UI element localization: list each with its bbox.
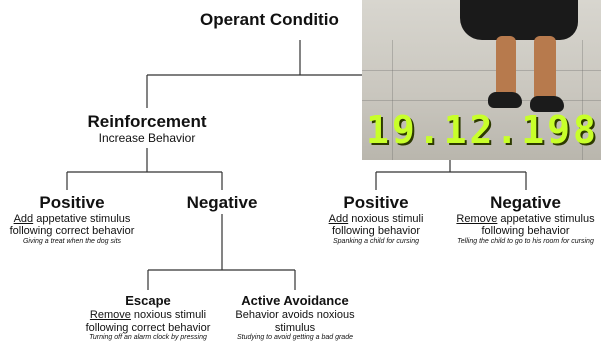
left-shoe-shape [488, 92, 522, 108]
punishment-positive-add: Add [328, 212, 349, 225]
floor-tile-line [392, 40, 393, 160]
photo-timestamp: 19.12.198 [366, 108, 599, 152]
floor-tile-line [582, 40, 583, 160]
reinforcement-positive-add: Add [13, 212, 34, 225]
overlay-photo: 19.12.198 [362, 0, 601, 160]
floor-tile-line [362, 70, 601, 71]
escape-remove: Remove [89, 308, 131, 321]
skirt-shape [460, 0, 578, 40]
escape-line1: Remove noxious stimuli [78, 309, 218, 322]
active-avoidance-node: Active Avoidance Behavior avoids noxious… [225, 293, 365, 342]
escape-heading: Escape [125, 293, 171, 308]
reinforcement-heading: Reinforcement [87, 112, 207, 131]
punishment-negative-example: Telling the child to go to his room for … [457, 237, 594, 245]
punishment-negative-line1-rest: appetative stimulus [497, 212, 595, 225]
punishment-positive-line1: Add noxious stimuli [310, 213, 442, 226]
active-avoidance-heading: Active Avoidance [241, 293, 349, 308]
right-leg-shape [534, 36, 556, 102]
punishment-negative-line1: Remove appetative stimulus [450, 213, 601, 226]
punishment-positive-line1-rest: noxious stimuli [348, 212, 424, 225]
reinforcement-positive-line1-rest: appetative stimulus [33, 212, 131, 225]
reinforcement-node: Reinforcement Increase Behavior [72, 112, 222, 145]
escape-node: Escape Remove noxious stimuli following … [78, 293, 218, 342]
reinforcement-positive-line2: following correct behavior [9, 225, 135, 238]
reinforcement-positive-line1: Add appetative stimulus [2, 213, 142, 226]
active-avoidance-line2: stimulus [274, 321, 316, 334]
reinforcement-positive-node: Positive Add appetative stimulus followi… [2, 193, 142, 246]
punishment-positive-line2: following behavior [331, 225, 421, 238]
punishment-negative-remove: Remove [456, 212, 498, 225]
punishment-positive-heading: Positive [343, 193, 409, 212]
escape-line2: following correct behavior [85, 321, 211, 334]
reinforcement-negative-node: Negative [172, 193, 272, 213]
punishment-negative-node: Negative Remove appetative stimulus foll… [450, 193, 601, 246]
active-avoidance-example: Studying to avoid getting a bad grade [237, 334, 353, 342]
escape-line1-rest: noxious stimuli [130, 308, 207, 321]
diagram-title: Operant Conditio [200, 10, 339, 29]
left-leg-shape [496, 36, 516, 98]
active-avoidance-line1: Behavior avoids noxious [235, 308, 355, 321]
punishment-negative-line2: following behavior [481, 225, 570, 238]
reinforcement-positive-heading: Positive [39, 193, 105, 212]
reinforcement-positive-example: Giving a treat when the dog sits [22, 237, 122, 245]
reinforcement-subheading: Increase Behavior [98, 130, 196, 145]
punishment-positive-example: Spanking a child for cursing [333, 237, 419, 245]
punishment-positive-node: Positive Add noxious stimuli following b… [310, 193, 442, 246]
punishment-negative-heading: Negative [490, 193, 561, 212]
floor-tile-line [362, 100, 601, 101]
right-shoe-shape [530, 96, 564, 112]
escape-example: Turning off an alarm clock by pressing [89, 334, 207, 342]
reinforcement-negative-heading: Negative [186, 193, 258, 212]
